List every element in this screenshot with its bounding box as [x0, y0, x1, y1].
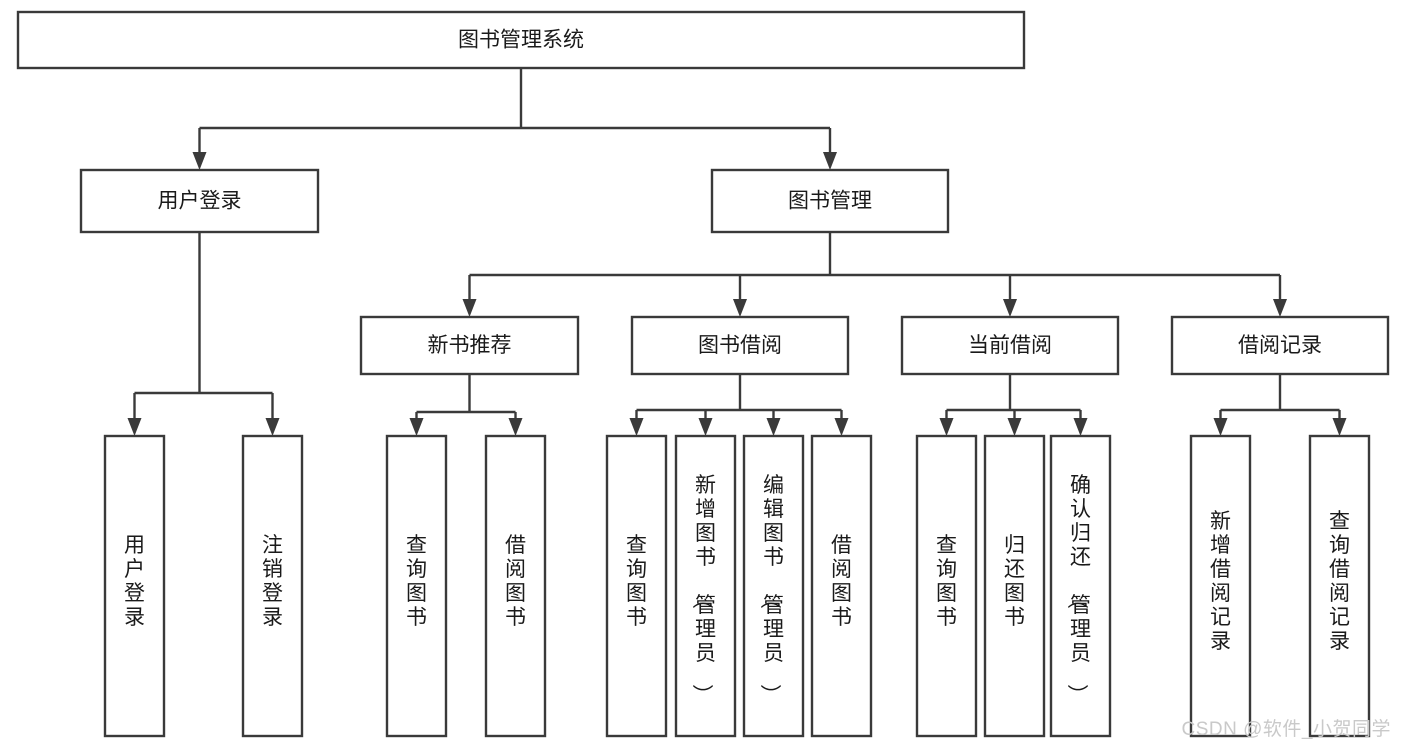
- node-label: 编辑图书（管理员）: [758, 474, 784, 705]
- node-label: 用户登录: [158, 190, 242, 213]
- node-new-book-recommend[interactable]: 新书推荐: [359, 315, 580, 376]
- node-box[interactable]: [385, 434, 448, 738]
- node-book-borrow[interactable]: 图书借阅: [630, 315, 850, 376]
- node-box[interactable]: [630, 315, 850, 376]
- node-label: 图书管理系统: [458, 29, 584, 52]
- arrow-head-icon: [1073, 418, 1088, 436]
- node-box[interactable]: [359, 315, 580, 376]
- node-leaf-borrow-book-rec[interactable]: 借阅图书: [484, 434, 547, 738]
- arrow-head-icon: [1213, 418, 1228, 436]
- node-box[interactable]: [1308, 434, 1371, 738]
- node-label: 新增图书（管理员）: [690, 474, 716, 705]
- node-box[interactable]: [484, 434, 547, 738]
- arrow-head-icon: [733, 299, 747, 317]
- node-book-manage[interactable]: 图书管理: [710, 168, 950, 234]
- connectors-layer: [127, 68, 1347, 436]
- node-leaf-borrow-book[interactable]: 借阅图书: [810, 434, 873, 738]
- arrow-head-icon: [508, 418, 523, 436]
- arrow-head-icon: [462, 299, 477, 317]
- node-label: 图书管理: [788, 190, 872, 213]
- node-label: 用户登录: [124, 534, 145, 629]
- node-box[interactable]: [674, 434, 737, 738]
- node-label: 归还图书: [1004, 534, 1025, 629]
- node-box[interactable]: [241, 434, 304, 738]
- node-borrow-record[interactable]: 借阅记录: [1170, 315, 1390, 376]
- node-box[interactable]: [810, 434, 873, 738]
- node-box[interactable]: [1049, 434, 1112, 738]
- node-label: 新书推荐: [428, 334, 512, 357]
- node-label: 查询图书: [406, 534, 427, 629]
- node-leaf-confirm-return[interactable]: 确认归还（管理员）: [1049, 434, 1112, 738]
- node-leaf-query-book-borrow[interactable]: 查询图书: [605, 434, 668, 738]
- arrow-head-icon: [127, 418, 142, 436]
- node-leaf-query-book-rec[interactable]: 查询图书: [385, 434, 448, 738]
- arrow-head-icon: [834, 418, 849, 436]
- node-label: 查询借阅记录: [1329, 510, 1350, 653]
- node-box[interactable]: [1170, 315, 1390, 376]
- node-box[interactable]: [900, 315, 1120, 376]
- node-box[interactable]: [915, 434, 978, 738]
- node-current-borrow[interactable]: 当前借阅: [900, 315, 1120, 376]
- arrow-head-icon: [766, 418, 781, 436]
- node-label: 借阅图书: [831, 534, 852, 629]
- node-box[interactable]: [103, 434, 166, 738]
- node-leaf-logout[interactable]: 注销登录: [241, 434, 304, 738]
- node-box[interactable]: [742, 434, 805, 738]
- node-label: 确认归还（管理员）: [1065, 474, 1091, 705]
- node-user-login[interactable]: 用户登录: [79, 168, 320, 234]
- arrow-head-icon: [409, 418, 424, 436]
- node-leaf-query-book-cur[interactable]: 查询图书: [915, 434, 978, 738]
- node-leaf-query-record[interactable]: 查询借阅记录: [1308, 434, 1371, 738]
- node-label: 借阅记录: [1238, 334, 1322, 357]
- arrow-head-icon: [265, 418, 280, 436]
- node-label: 当前借阅: [968, 334, 1052, 357]
- node-label: 借阅图书: [505, 534, 526, 629]
- arrow-head-icon: [698, 418, 713, 436]
- node-leaf-add-book[interactable]: 新增图书（管理员）: [674, 434, 737, 738]
- node-box[interactable]: [605, 434, 668, 738]
- node-root-root[interactable]: 图书管理系统: [16, 10, 1026, 70]
- node-leaf-edit-book[interactable]: 编辑图书（管理员）: [742, 434, 805, 738]
- node-box[interactable]: [16, 10, 1026, 70]
- node-leaf-return-book[interactable]: 归还图书: [983, 434, 1046, 738]
- arrow-head-icon: [1273, 299, 1287, 317]
- node-label: 查询图书: [936, 534, 957, 629]
- node-box[interactable]: [983, 434, 1046, 738]
- node-box[interactable]: [79, 168, 320, 234]
- arrow-head-icon: [823, 152, 837, 170]
- arrow-head-icon: [1003, 299, 1017, 317]
- arrow-head-icon: [1332, 418, 1347, 436]
- node-box[interactable]: [1189, 434, 1252, 738]
- node-label: 查询图书: [626, 534, 647, 629]
- node-label: 新增借阅记录: [1210, 510, 1231, 653]
- nodes-layer: 图书管理系统用户登录图书管理新书推荐图书借阅当前借阅借阅记录用户登录注销登录查询…: [16, 10, 1390, 738]
- node-label: 图书借阅: [698, 334, 782, 357]
- csdn-watermark: CSDN @软件_小贺同学: [1181, 719, 1391, 740]
- arrow-head-icon: [192, 152, 207, 170]
- arrow-head-icon: [629, 418, 644, 436]
- node-box[interactable]: [710, 168, 950, 234]
- arrow-head-icon: [1007, 418, 1022, 436]
- node-leaf-user-login[interactable]: 用户登录: [103, 434, 166, 738]
- node-label: 注销登录: [262, 534, 283, 629]
- arrow-head-icon: [939, 418, 954, 436]
- node-leaf-add-record[interactable]: 新增借阅记录: [1189, 434, 1252, 738]
